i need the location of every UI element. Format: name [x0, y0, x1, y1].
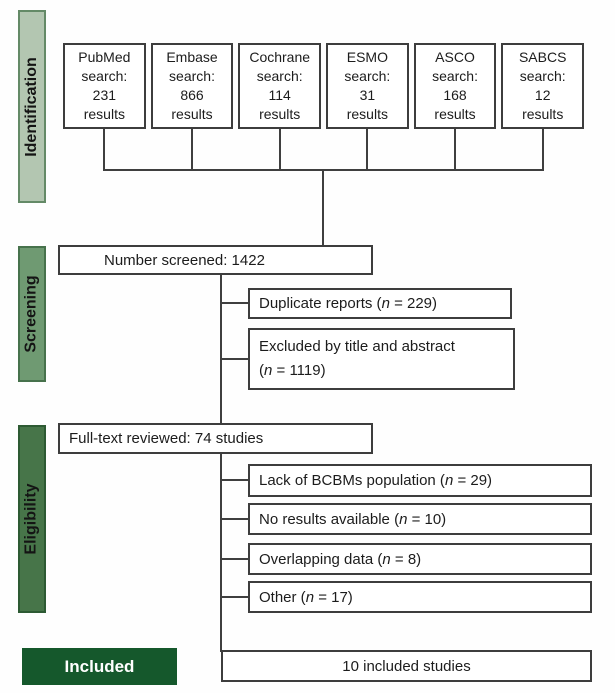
source-count: 114: [268, 87, 291, 103]
source-search-label: search:: [256, 68, 303, 84]
stage-label-screening-text: Screening: [23, 275, 41, 353]
stage-label-included-text: Included: [64, 656, 135, 676]
exclusion-text: Other (n = 17): [259, 588, 353, 606]
included-studies-text: 10 included studies: [342, 657, 471, 675]
source-results-label: results: [434, 106, 476, 122]
exclusion-text: No results available (n = 10): [259, 510, 447, 528]
source-name: Embase: [166, 49, 218, 65]
source-search-label: search:: [432, 68, 478, 84]
connector-source-5: [454, 127, 456, 171]
branch-overlap: [220, 558, 248, 560]
exclusion-box-overlapping-data: Overlapping data (n = 8): [248, 543, 592, 575]
stage-label-identification: Identification: [18, 10, 46, 203]
connector-main-spine: [220, 273, 222, 652]
exclusion-box-title-abstract: Excluded by title and abstract (n = 1119…: [248, 328, 515, 390]
source-search-label: search:: [519, 68, 566, 84]
connector-drop-to-screened: [322, 169, 324, 247]
branch-other: [220, 596, 248, 598]
source-box-cochrane: Cochrane search: 114 results: [238, 43, 322, 129]
fulltext-reviewed-box: Full-text reviewed: 74 studies: [58, 423, 373, 454]
branch-duplicate: [220, 302, 248, 304]
exclusion-text-line1: Excluded by title and abstract: [259, 338, 455, 355]
stage-label-included: Included: [22, 648, 177, 685]
source-box-embase: Embase search: 866 results: [150, 43, 234, 129]
source-count: 866: [180, 87, 204, 103]
source-name: Cochrane: [249, 49, 311, 65]
included-studies-box: 10 included studies: [221, 650, 592, 682]
source-count: 31: [359, 87, 376, 103]
exclusion-box-no-results: No results available (n = 10): [248, 503, 592, 535]
exclusion-box-lack-bcbms: Lack of BCBMs population (n = 29): [248, 464, 592, 497]
branch-lack: [220, 479, 248, 481]
source-boxes-row: PubMed search: 231 results Embase search…: [63, 43, 585, 129]
connector-source-2: [191, 127, 193, 171]
exclusion-box-duplicate-reports: Duplicate reports (n = 229): [248, 288, 512, 319]
exclusion-text: Duplicate reports (n = 229): [259, 295, 438, 312]
stage-label-eligibility: Eligibility: [18, 425, 46, 613]
source-box-sabcs: SABCS search: 12 results: [501, 43, 585, 129]
exclusion-text-line2: (n = 1119): [259, 362, 326, 379]
screened-box: Number screened: 1422: [58, 245, 373, 275]
stage-label-eligibility-text: Eligibility: [23, 483, 40, 555]
fulltext-text: Full-text reviewed: 74 studies: [69, 430, 264, 447]
screened-text: Number screened: 1422: [104, 251, 265, 269]
source-count: 168: [443, 87, 467, 103]
source-search-label: search:: [81, 68, 128, 84]
connector-source-3: [279, 127, 281, 171]
source-box-pubmed: PubMed search: 231 results: [63, 43, 146, 129]
connector-source-6: [542, 127, 544, 171]
source-results-label: results: [346, 106, 388, 122]
source-results-label: results: [259, 106, 301, 122]
source-name: SABCS: [518, 49, 567, 65]
exclusion-box-other: Other (n = 17): [248, 581, 592, 613]
source-search-label: search:: [344, 68, 391, 84]
stage-label-identification-text: Identification: [23, 56, 40, 157]
source-name: PubMed: [78, 49, 131, 65]
source-search-label: search:: [169, 68, 215, 84]
connector-source-4: [366, 127, 368, 171]
source-box-asco: ASCO search: 168 results: [413, 43, 497, 129]
connector-source-1: [103, 127, 105, 171]
branch-excluded: [220, 358, 248, 360]
source-count: 12: [534, 87, 551, 103]
stage-label-screening: Screening: [18, 246, 46, 382]
source-results-label: results: [171, 106, 213, 122]
source-name: ASCO: [435, 49, 475, 65]
exclusion-text: Overlapping data (n = 8): [259, 550, 422, 568]
branch-noresults: [220, 518, 248, 520]
source-box-esmo: ESMO search: 31 results: [326, 43, 409, 129]
source-name: ESMO: [346, 49, 388, 65]
exclusion-text: Lack of BCBMs population (n = 29): [259, 472, 493, 489]
source-count: 231: [92, 87, 117, 103]
source-results-label: results: [83, 106, 125, 122]
source-results-label: results: [522, 106, 564, 122]
